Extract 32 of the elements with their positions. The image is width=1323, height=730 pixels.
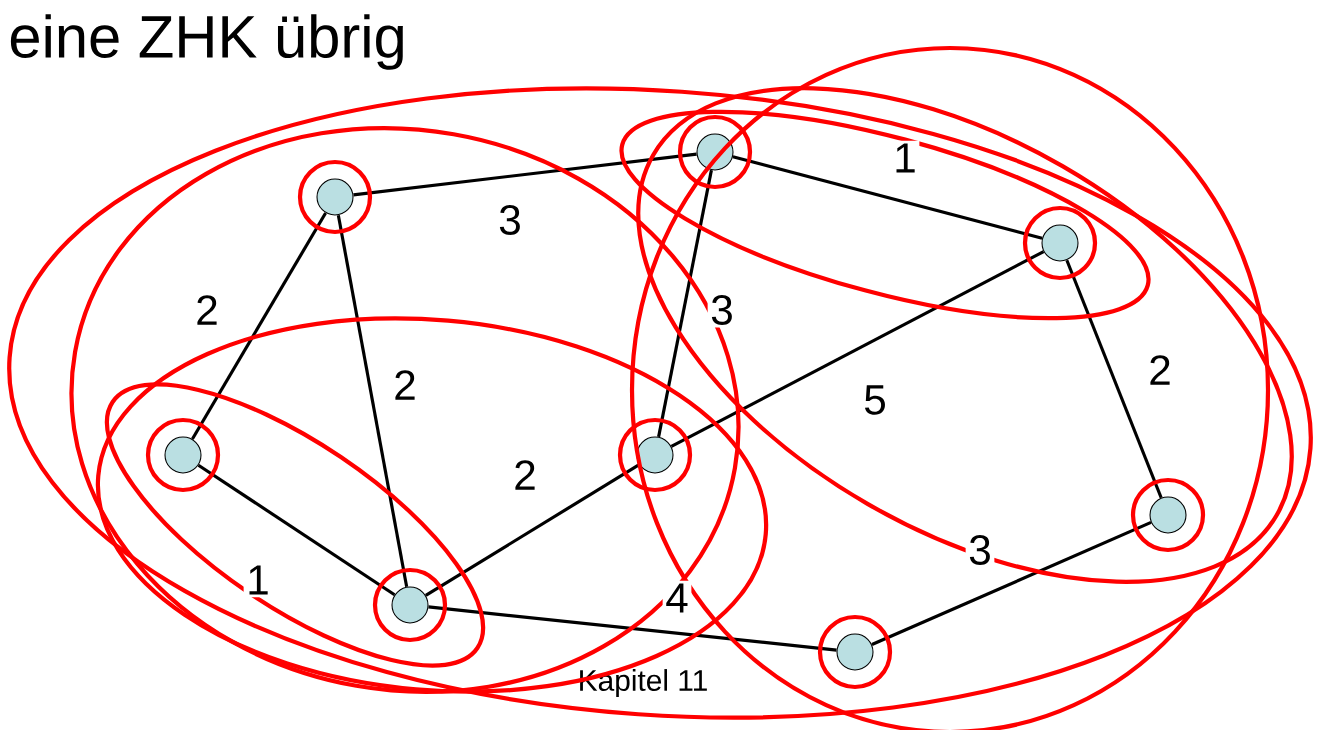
graph-edge — [425, 463, 641, 597]
graph-vertex — [836, 633, 874, 671]
graph-vertex — [1041, 224, 1079, 262]
graph-vertex — [636, 436, 674, 474]
title: eine ZHK übrig — [10, 14, 403, 70]
edge-weight: 1 — [890, 140, 920, 176]
graph-vertex — [316, 178, 354, 216]
graph-edge — [1065, 259, 1163, 499]
edge-weight: 2 — [1145, 352, 1175, 388]
edge-weight: 3 — [495, 202, 525, 238]
edge-weight: 2 — [390, 367, 420, 403]
edge-weight: 1 — [243, 562, 273, 598]
edge-weight: 3 — [965, 532, 995, 568]
edge-weight: 4 — [662, 580, 692, 616]
graph-vertex — [164, 436, 202, 474]
graph-edge — [428, 605, 837, 652]
graph-vertex — [391, 586, 429, 624]
footer-text: Kapitel 11 — [580, 669, 707, 697]
graph-edge — [197, 463, 396, 597]
graph-edge — [353, 152, 697, 197]
edge-weight: 3 — [707, 292, 737, 328]
graph-edge — [657, 169, 713, 438]
graph-edge — [191, 212, 327, 440]
graph-edge — [732, 155, 1043, 240]
graph-vertex — [1149, 496, 1187, 534]
edge-weight: 5 — [860, 382, 890, 418]
edge-weight: 2 — [192, 292, 222, 328]
graph-edge — [670, 250, 1045, 448]
graph-edge — [336, 214, 409, 588]
edge-weight: 2 — [510, 457, 540, 493]
graph-edge — [871, 521, 1152, 646]
graph-vertex — [696, 133, 734, 171]
